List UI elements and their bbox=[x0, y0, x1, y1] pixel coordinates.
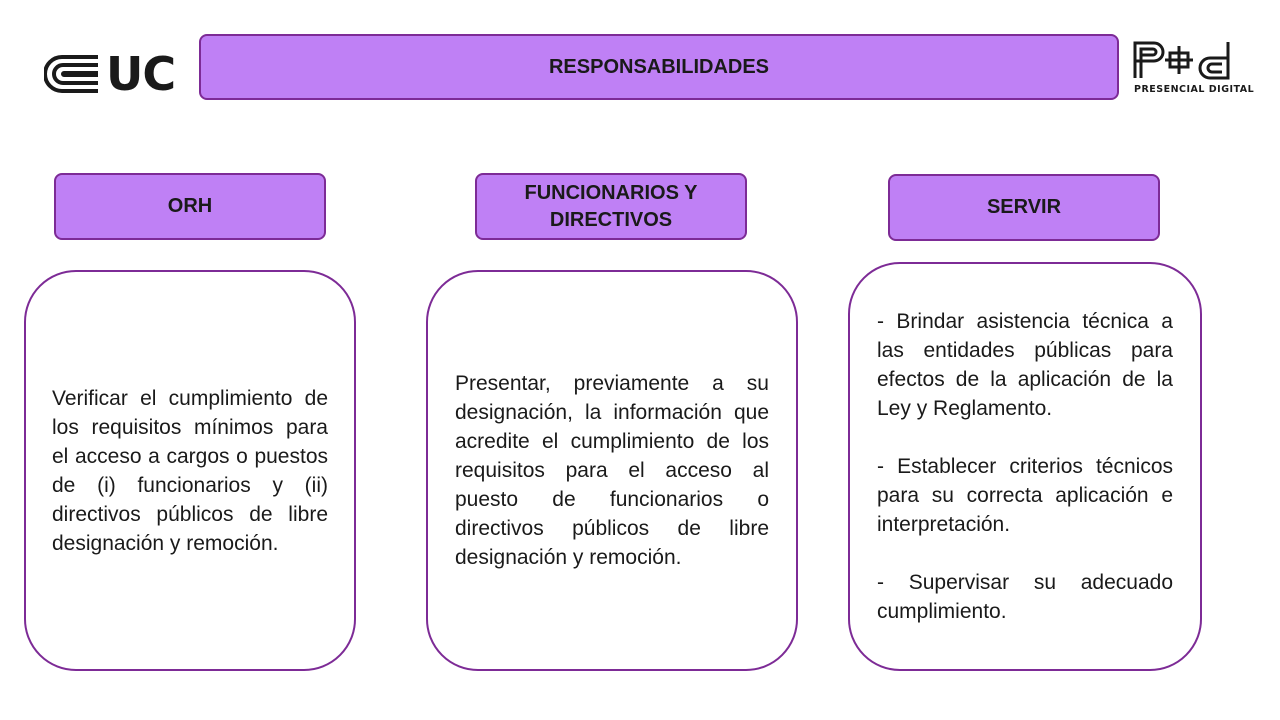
presencial-digital-logo: PRESENCIAL DIGITAL bbox=[1132, 40, 1254, 98]
orh-item-1: Verificar el cumplimiento de los requisi… bbox=[52, 386, 328, 555]
servir-item-3: - Supervisar su adecuado cumplimiento. bbox=[877, 571, 1173, 623]
header-funcionarios-directivos: FUNCIONARIOS Y DIRECTIVOS bbox=[475, 173, 747, 240]
funcionarios-item-1: Presentar, previamente a su designación,… bbox=[455, 372, 769, 569]
ptd-logo-mark bbox=[1133, 41, 1230, 80]
ptd-logo-subtitle: PRESENCIAL DIGITAL bbox=[1134, 84, 1255, 95]
page-title: RESPONSABILIDADES bbox=[199, 34, 1119, 100]
orh-responsibility-box: Verificar el cumplimiento de los requisi… bbox=[24, 270, 356, 671]
uc-logo-text: UC bbox=[106, 47, 176, 101]
servir-responsibility-box: - Brindar asistencia técnica a las entid… bbox=[848, 262, 1202, 671]
servir-item-2: - Establecer criterios técnicos para su … bbox=[877, 455, 1173, 536]
uc-stripes-icon bbox=[44, 55, 98, 93]
servir-item-1: - Brindar asistencia técnica a las entid… bbox=[877, 310, 1173, 420]
header-servir: SERVIR bbox=[888, 174, 1160, 241]
uc-logo: UC bbox=[44, 50, 184, 98]
funcionarios-responsibility-box: Presentar, previamente a su designación,… bbox=[426, 270, 798, 671]
header-orh: ORH bbox=[54, 173, 326, 240]
